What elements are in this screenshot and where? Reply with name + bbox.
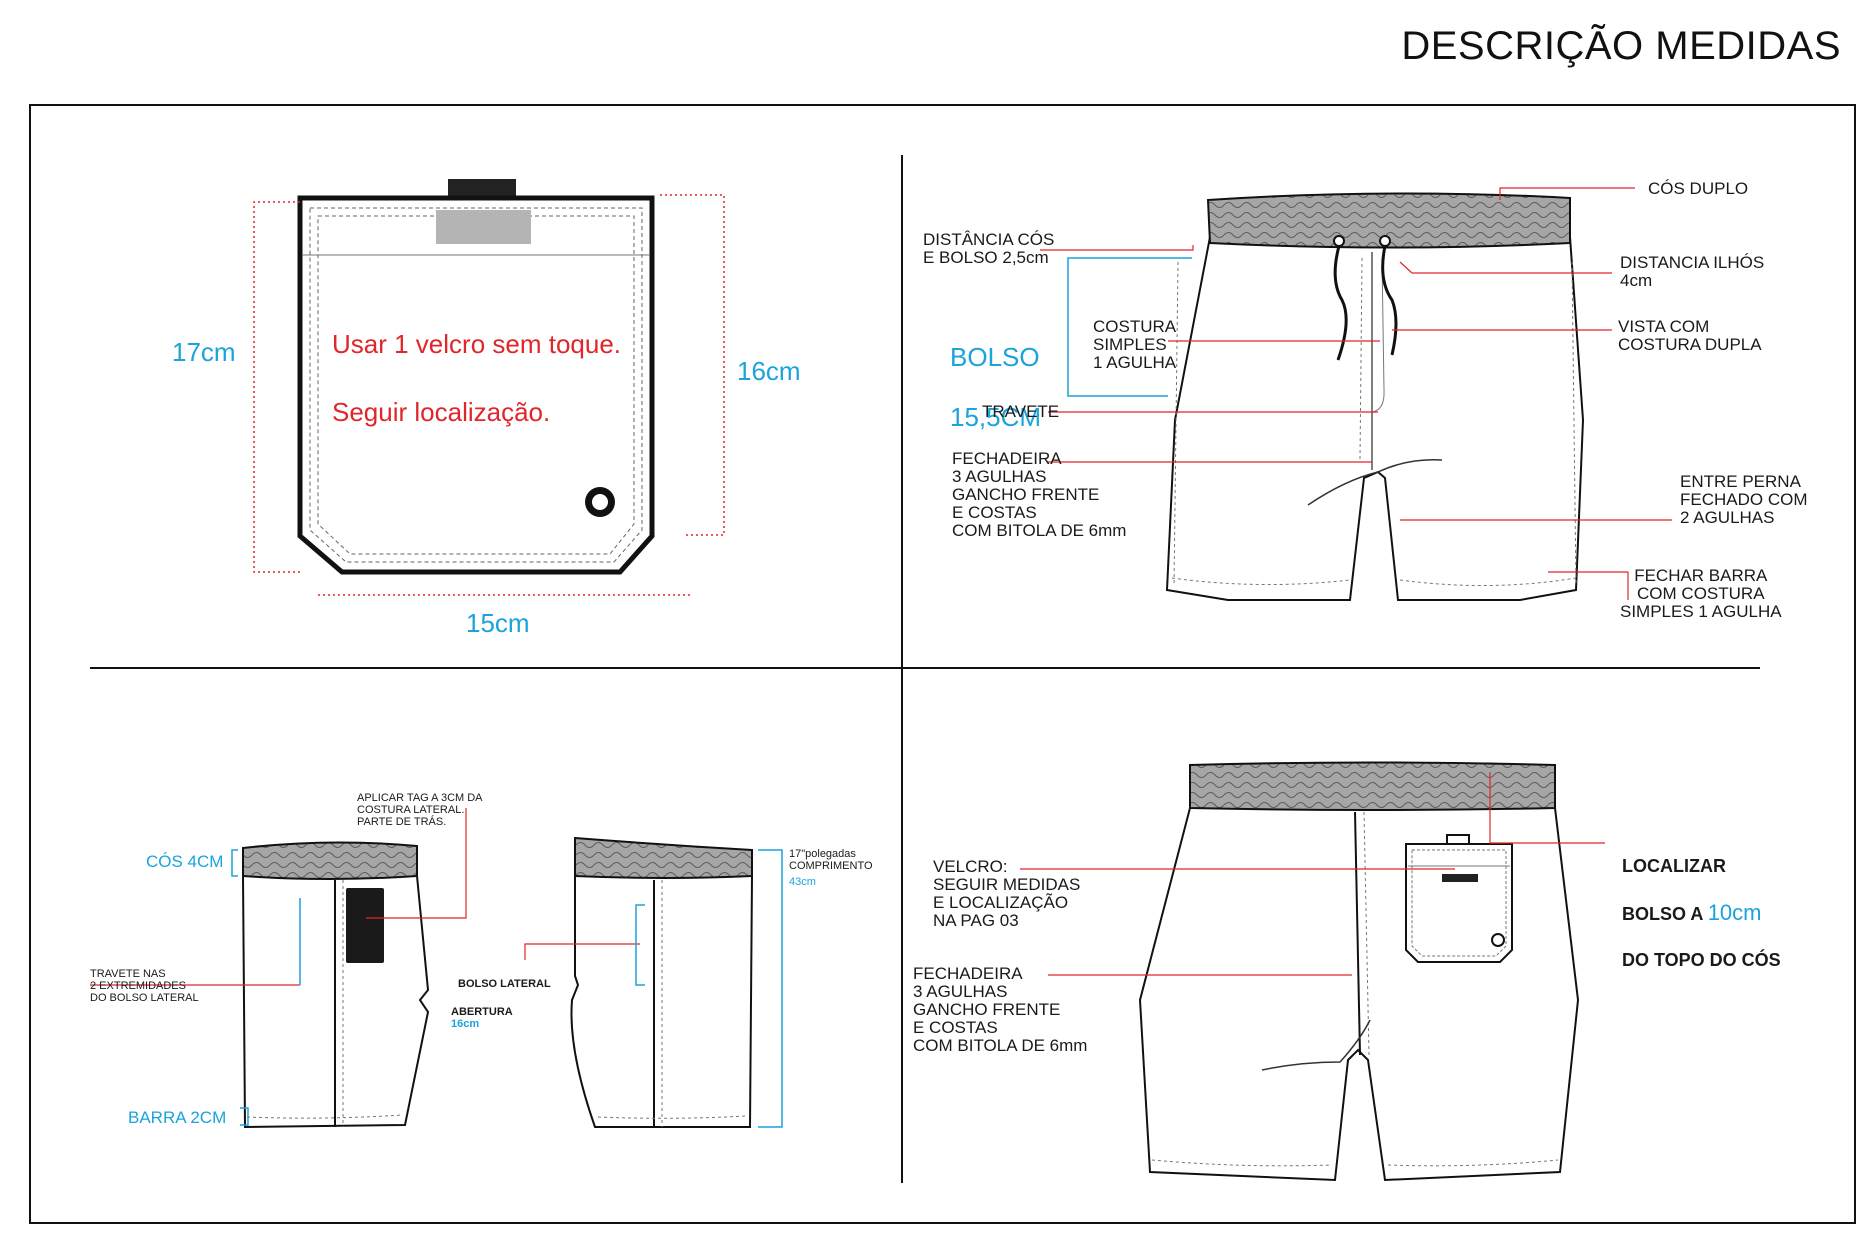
label-fechadeira-back: FECHADEIRA 3 AGULHAS GANCHO FRENTE E COS… [913,964,1088,1055]
label-distancia-ilhos: DISTANCIA ILHÓS 4cm [1620,253,1765,290]
label-fechadeira-front: FECHADEIRA 3 AGULHAS GANCHO FRENTE E COS… [952,449,1127,540]
label-localizar: LOCALIZAR BOLSO A 10cm DO TOPO DO CÓS [1622,832,1781,995]
dim-16cm-guide [660,194,725,536]
label-bolso-lateral: BOLSO LATERAL [458,978,551,990]
label-cos-4cm: CÓS 4CM [146,852,224,871]
side-blue-guides [231,849,783,1128]
label-localizar-value: 10cm [1707,900,1762,925]
label-abertura-value: 16cm [451,1018,480,1030]
label-localizar-line2: BOLSO A 10cm [1622,901,1781,926]
label-barra-2cm: BARRA 2CM [128,1108,227,1127]
front-shorts [1165,192,1585,601]
grommet-inner [592,494,608,510]
label-travete-nas: TRAVETE NAS 2 EXTREMIDADES DO BOLSO LATE… [90,968,199,1004]
front-eyelet-right [1379,235,1391,247]
label-polegadas: 17"polegadas COMPRIMENTO [789,848,873,872]
front-eyelet-left [1333,235,1345,247]
front-leaders [1040,187,1672,600]
side-left-shorts [241,841,430,1129]
back-pocket-label [1442,874,1478,882]
label-bolso-line1: BOLSO [950,342,1040,372]
bolso-bracket [1067,257,1192,397]
label-bolso-line2: 15,5CM [950,402,1042,432]
side-right-waistband [574,836,753,879]
back-waistband [1189,761,1556,811]
pocket-stitch-outer [309,207,643,563]
pocket-note-line2: Seguir localização. [332,397,551,427]
front-waistband [1206,192,1571,249]
label-aplicar-tag: APLICAR TAG A 3CM DA COSTURA LATERAL. PA… [357,792,483,828]
label-abertura-text: ABERTURA [451,1006,513,1018]
label-bolso: BOLSO 15,5CM [950,312,1041,462]
back-leaders [1020,772,1605,976]
label-distancia-cos-bolso: DISTÂNCIA CÓS E BOLSO 2,5cm [923,230,1055,267]
label-velcro: VELCRO: SEGUIR MEDIDAS E LOCALIZAÇÃO NA … [933,857,1081,930]
side-leaders [90,808,640,986]
label-localizar-bolso-a: BOLSO A [1622,904,1703,924]
label-localizar-line3: DO TOPO DO CÓS [1622,950,1781,970]
pocket-outline [297,195,655,575]
front-body [1165,236,1585,601]
pocket-stitch-inner [317,215,635,555]
label-fechar-barra: FECHAR BARRA COM COSTURA SIMPLES 1 AGULH… [1620,566,1782,621]
label-abertura: ABERTURA 16cm [451,994,513,1030]
drawstring [1333,245,1398,361]
back-pocket [1405,843,1513,963]
label-entre-perna: ENTRE PERNA FECHADO COM 2 AGULHAS [1680,472,1808,527]
label-costura-simples: COSTURA SIMPLES 1 AGULHA [1093,317,1177,372]
label-travete: TRAVETE [982,402,1060,421]
pocket-height-17cm: 17cm [172,337,236,367]
back-pocket-grommet [1491,933,1505,947]
pocket-height-16cm: 16cm [737,356,801,386]
label-comprimento-cm: 43cm [789,876,816,888]
side-tag [346,888,384,963]
back-shorts [1138,761,1580,1182]
outer-frame [29,104,1856,1224]
pocket-note-line1: Usar 1 velcro sem toque. [332,329,622,359]
label-localizar-line1: LOCALIZAR [1622,856,1726,876]
label-cos-duplo: CÓS DUPLO [1648,179,1749,198]
velcro-tab [448,179,516,200]
label-vista-costura: VISTA COM COSTURA DUPLA [1618,317,1762,354]
pocket-note: Usar 1 velcro sem toque. Seguir localiza… [332,293,621,463]
dim-17cm-guide [253,201,300,573]
side-right-shorts [570,836,754,1128]
pocket-detail [253,179,725,596]
velcro-patch [436,210,531,244]
pocket-width-15cm: 15cm [466,608,530,638]
side-left-waistband [242,841,418,880]
page-title: DESCRIÇÃO MEDIDAS [1401,24,1841,68]
